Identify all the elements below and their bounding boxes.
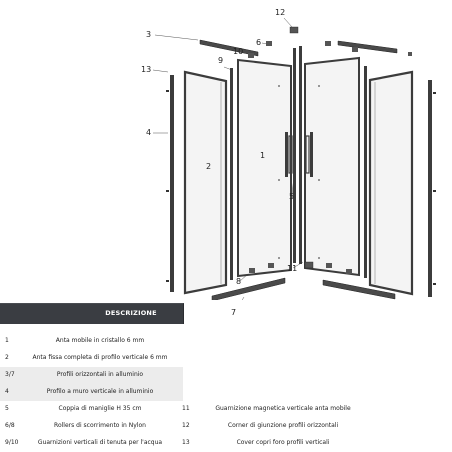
row-number: 6/8 <box>5 422 15 429</box>
row-number: 4 <box>5 388 9 395</box>
corner-profiles <box>293 46 302 264</box>
fixed-panel-right <box>368 70 414 296</box>
callout-2: 2 <box>206 162 212 171</box>
row-number: 2 <box>5 354 9 361</box>
table-header-bar <box>0 303 184 324</box>
row-description: Coppia di maniglie H 35 cm <box>58 405 142 412</box>
callout-6: 6 <box>256 38 262 47</box>
table-row: 9/10 Guarnizioni verticali di tenuta per… <box>0 435 360 452</box>
callout-3: 3 <box>146 30 152 39</box>
fixed-panel-left <box>183 70 228 295</box>
callout-9: 9 <box>218 56 224 65</box>
callout-11: 11 <box>287 264 298 273</box>
row-number-right: 11 <box>182 405 190 412</box>
row-description: Profili orizzontali in alluminio <box>56 371 144 378</box>
row-description: Anta fissa completa di profilo verticale… <box>32 354 168 361</box>
row-description: Profilo a muro verticale in alluminio <box>46 388 154 395</box>
row-description: Guarnizioni verticali di tenuta per l'ac… <box>37 439 163 446</box>
callout-4: 4 <box>146 128 152 137</box>
callout-7: 7 <box>231 308 237 317</box>
table-header: DESCRIZIONE <box>105 309 157 317</box>
seal-strip-right <box>364 66 367 278</box>
row-description-right: Guarnizione magnetica verticale anta mob… <box>215 405 351 412</box>
row-description: Anta mobile in cristallo 6 mm <box>55 337 145 344</box>
callout-10: 10 <box>233 47 244 56</box>
row-description-right: Cover copri foro profili verticali <box>236 439 330 446</box>
table-row: 2 Anta fissa completa di profilo vertica… <box>0 350 360 367</box>
row-number: 9/10 <box>5 439 19 446</box>
handle-left <box>285 132 293 177</box>
bottom-rollers <box>249 263 352 274</box>
bottom-profile-left <box>211 277 286 300</box>
corner-joint-bottom <box>304 261 314 269</box>
wall-profile-right <box>428 80 436 297</box>
top-rollers <box>248 41 412 58</box>
top-profile-right <box>337 40 398 54</box>
callout-12: 12 <box>275 8 286 17</box>
table-row: 6/8 Rollers di scorrimento in Nylon 12 C… <box>0 418 360 435</box>
corner-joint-top <box>289 26 299 34</box>
callout-8: 8 <box>236 277 242 286</box>
wall-profile-left <box>166 75 174 292</box>
callout-1: 1 <box>260 151 266 160</box>
sliding-panel-right <box>304 56 360 277</box>
row-number: 3/7 <box>5 371 15 378</box>
table-row: 5 Coppia di maniglie H 35 cm 11 Guarnizi… <box>0 401 360 418</box>
sliding-panel-left <box>237 58 292 278</box>
shower-enclosure-exploded-diagram <box>152 17 436 300</box>
table-row: 1 Anta mobile in cristallo 6 mm <box>0 333 360 350</box>
callout-5: 5 <box>289 192 295 201</box>
table-row: 4 Profilo a muro verticale in alluminio <box>0 384 183 401</box>
row-number: 1 <box>5 337 9 344</box>
row-description-right: Corner di giunzione profili orizzontali <box>227 422 339 429</box>
row-number-right: 12 <box>182 422 190 429</box>
callout-13: 13 <box>141 65 152 74</box>
row-description: Rollers di scorrimento in Nylon <box>54 422 146 429</box>
row-number-right: 13 <box>182 439 190 446</box>
top-profile-left <box>199 39 259 57</box>
table-row: 3/7 Profili orizzontali in alluminio <box>0 367 183 384</box>
bottom-profile-right <box>322 279 396 300</box>
row-number: 5 <box>5 405 9 412</box>
seal-strip-left <box>230 68 233 280</box>
handle-right <box>305 132 313 177</box>
